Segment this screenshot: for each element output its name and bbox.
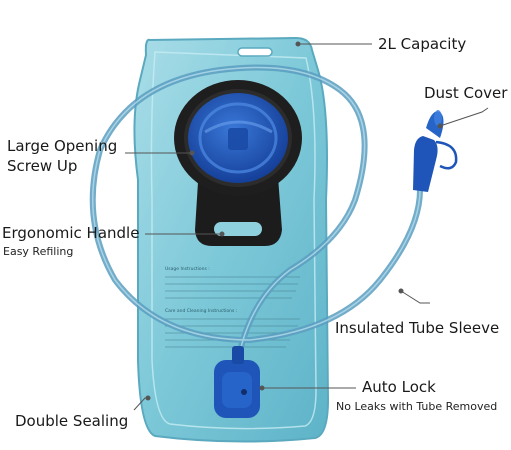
handle-sublabel: Easy Refiling: [3, 245, 74, 258]
auto-lock-icon: [214, 346, 260, 418]
opening-label-line1: Large Opening: [7, 137, 118, 155]
capacity-label: 2L Capacity: [378, 35, 467, 53]
tube-sleeve-label: Insulated Tube Sleeve: [335, 319, 500, 337]
opening-label-line2: Screw Up: [7, 157, 78, 175]
dust-cover-label: Dust Cover: [424, 84, 508, 102]
bite-valve: [413, 136, 438, 192]
auto-lock-sublabel: No Leaks with Tube Removed: [336, 400, 498, 413]
handle-label: Ergonomic Handle: [2, 224, 140, 242]
bladder-seal-edge: [150, 51, 317, 430]
instructions-heading: Usage Instructions :: [165, 266, 210, 272]
callout-lines: [125, 41, 489, 411]
hanging-slot: [237, 47, 273, 57]
auto-lock-label: Auto Lock: [362, 378, 436, 396]
double-sealing-label: Double Sealing: [15, 412, 129, 430]
handle-grip-hole: [214, 222, 262, 236]
care-heading: Care and Cleaning Instructions :: [165, 308, 237, 314]
